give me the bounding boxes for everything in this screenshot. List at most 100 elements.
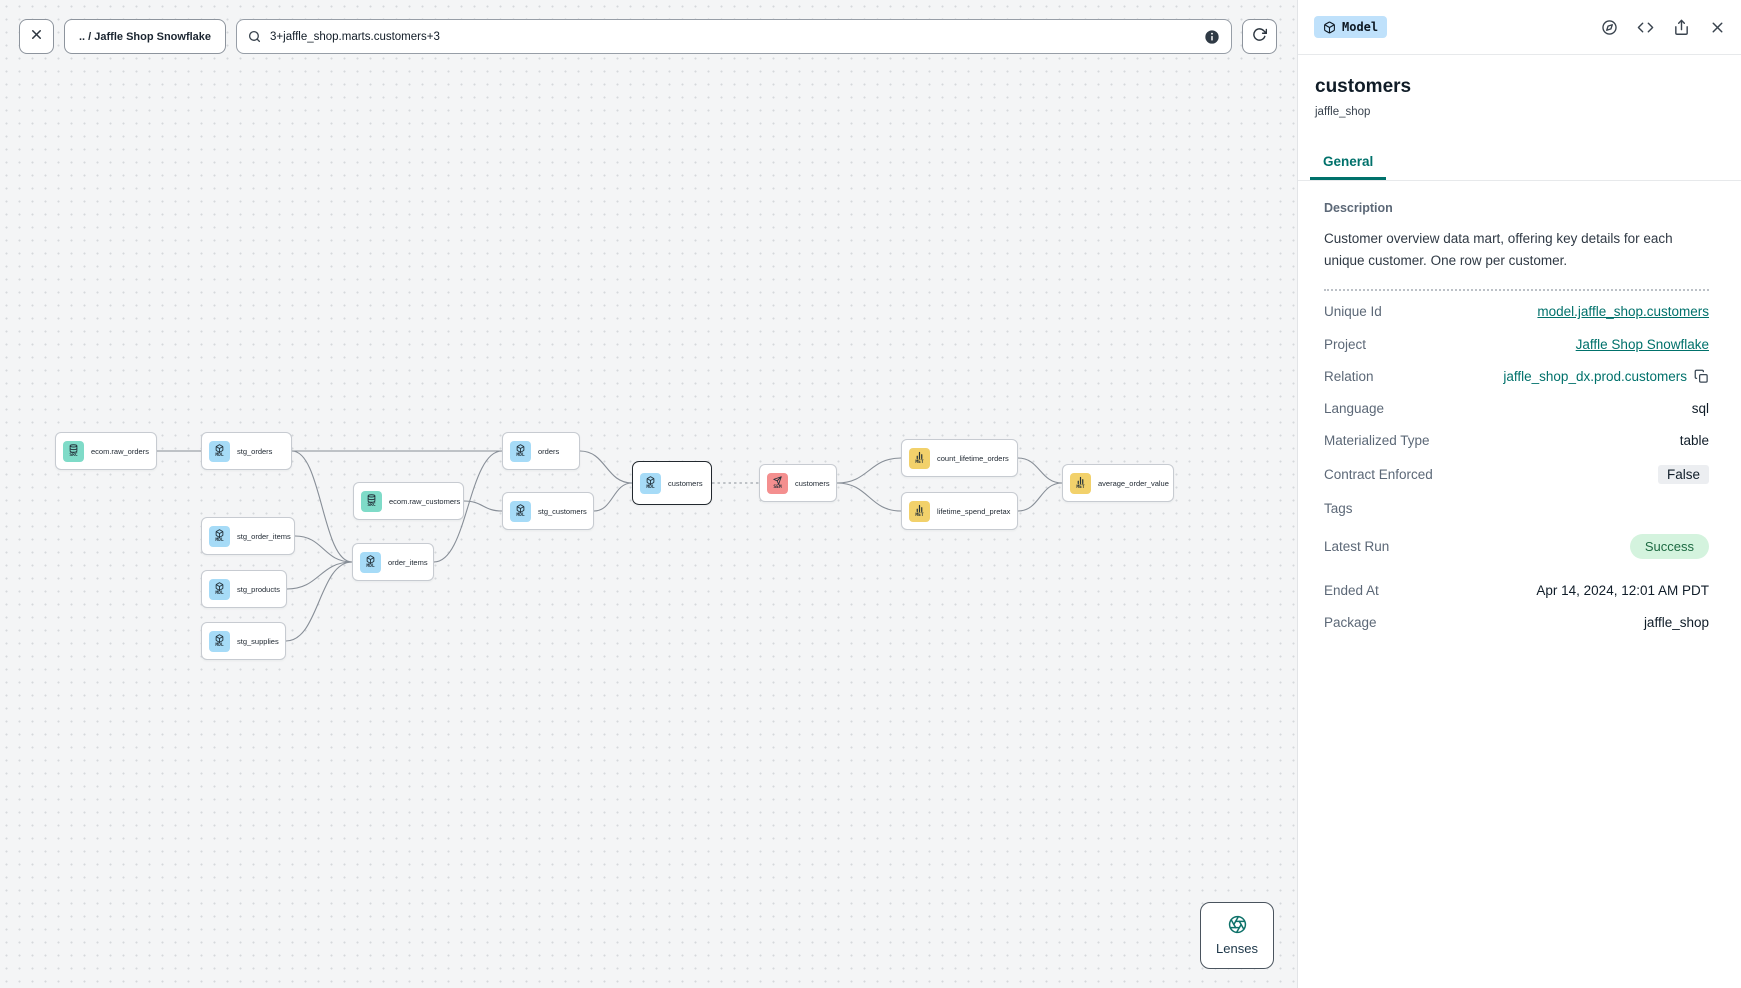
field-row-contract-enforced: Contract Enforced False <box>1324 457 1709 493</box>
field-value-link[interactable]: model.jaffle_shop.customers <box>1537 304 1709 320</box>
search-icon <box>249 30 261 43</box>
graph-node-lifetime_spend[interactable]: MET lifetime_spend_pretax <box>901 492 1018 530</box>
field-label: Project <box>1324 336 1367 352</box>
model-cube-icon: MDL <box>360 551 381 573</box>
field-row-project: Project Jaffle Shop Snowflake <box>1324 328 1709 360</box>
dotted-divider <box>1324 288 1709 291</box>
graph-node-order_items[interactable]: MDL order_items <box>352 543 434 581</box>
panel-content: Description Customer overview data mart,… <box>1298 181 1741 639</box>
field-label: Materialized Type <box>1324 433 1430 449</box>
info-icon[interactable] <box>1204 29 1220 45</box>
graph-node-raw_customers[interactable]: SRC ecom.raw_customers <box>353 482 464 520</box>
close-panel-icon[interactable] <box>1709 19 1726 36</box>
lineage-edge <box>291 450 353 563</box>
node-label: lifetime_spend_pretax <box>937 506 1011 516</box>
model-cube-icon: MDL <box>209 578 230 600</box>
model-cube-icon: MDL <box>510 440 531 462</box>
lineage-edge <box>285 561 353 642</box>
node-label: orders <box>538 446 560 456</box>
lineage-edge <box>286 561 353 590</box>
field-row-unique-id: Unique Id model.jaffle_shop.customers <box>1324 296 1709 328</box>
status-pill: Success <box>1629 533 1709 559</box>
metric-chart-icon: MET <box>909 500 930 522</box>
page-title: customers <box>1315 76 1412 97</box>
model-cube-icon: MDL <box>640 472 661 494</box>
graph-node-raw_orders[interactable]: SRC ecom.raw_orders <box>55 432 157 470</box>
field-label: Tags <box>1324 501 1353 517</box>
lineage-edge <box>294 535 353 563</box>
field-row-latest-run: Latest Run Success <box>1324 525 1709 567</box>
model-cube-icon: MDL <box>209 440 230 462</box>
source-database-icon: SRC <box>361 490 382 512</box>
semantic-model-icon: SEM <box>767 472 788 494</box>
resource-type-label: Model <box>1342 20 1379 34</box>
lineage-edge <box>593 482 633 512</box>
field-value: Apr 14, 2024, 12:01 AM PDT <box>1536 582 1709 598</box>
model-cube-icon: MDL <box>209 525 230 547</box>
metric-chart-icon: MET <box>909 447 930 469</box>
node-label: ecom.raw_orders <box>91 446 149 456</box>
project-subtitle: jaffle_shop <box>1315 106 1371 118</box>
panel-tabs: General <box>1298 145 1741 181</box>
code-icon[interactable] <box>1637 19 1654 36</box>
node-label: stg_orders <box>237 446 273 456</box>
lineage-selector-input[interactable] <box>270 30 1196 43</box>
lineage-edge <box>836 482 902 512</box>
node-label: stg_customers <box>538 506 587 516</box>
source-database-icon: SRC <box>63 440 84 462</box>
node-label: order_items <box>388 557 428 567</box>
share-icon[interactable] <box>1673 19 1690 36</box>
graph-node-stg_order_items[interactable]: MDL stg_order_items <box>201 517 295 555</box>
node-label: stg_order_items <box>237 531 291 541</box>
lenses-button[interactable]: Lenses <box>1200 902 1274 969</box>
lenses-label: Lenses <box>1216 941 1258 956</box>
lineage-edge <box>579 450 633 484</box>
field-value: table <box>1679 433 1709 449</box>
tab-general[interactable]: General <box>1310 145 1387 180</box>
field-label: Unique Id <box>1324 304 1382 320</box>
close-lineage-button[interactable] <box>19 19 54 54</box>
field-value-link[interactable]: Jaffle Shop Snowflake <box>1575 336 1709 352</box>
lineage-topbar: .. / Jaffle Shop Snowflake <box>19 19 1278 54</box>
field-label: Language <box>1324 400 1385 416</box>
field-row-materialized-type: Materialized Type table <box>1324 424 1709 456</box>
resource-type-badge: Model <box>1314 16 1388 38</box>
node-label: ecom.raw_customers <box>389 496 461 506</box>
resource-details-panel: Model customers jaffle_shop <box>1297 0 1741 988</box>
field-value: jaffle_shop_dx.prod.customers <box>1503 368 1687 384</box>
node-label: average_order_value <box>1098 478 1169 488</box>
field-value: jaffle_shop <box>1643 615 1709 630</box>
field-label: Latest Run <box>1324 538 1390 554</box>
close-icon <box>29 27 44 47</box>
model-cube-icon <box>1324 21 1335 33</box>
field-label: Contract Enforced <box>1324 467 1433 483</box>
copy-icon[interactable] <box>1694 369 1709 384</box>
graph-node-orders[interactable]: MDL orders <box>502 432 580 470</box>
lineage-edge <box>1017 457 1063 484</box>
breadcrumb[interactable]: .. / Jaffle Shop Snowflake <box>64 19 227 54</box>
lineage-edge <box>463 500 503 512</box>
refresh-icon <box>1252 27 1268 47</box>
node-label: stg_supplies <box>237 636 279 646</box>
graph-node-stg_orders[interactable]: MDL stg_orders <box>201 432 292 470</box>
lineage-selector-box <box>236 19 1233 54</box>
lenses-aperture-icon <box>1228 915 1246 934</box>
panel-header: Model <box>1298 0 1741 55</box>
contract-badge: False <box>1657 465 1709 485</box>
explore-compass-icon[interactable] <box>1601 19 1618 36</box>
refresh-lineage-button[interactable] <box>1242 19 1278 54</box>
